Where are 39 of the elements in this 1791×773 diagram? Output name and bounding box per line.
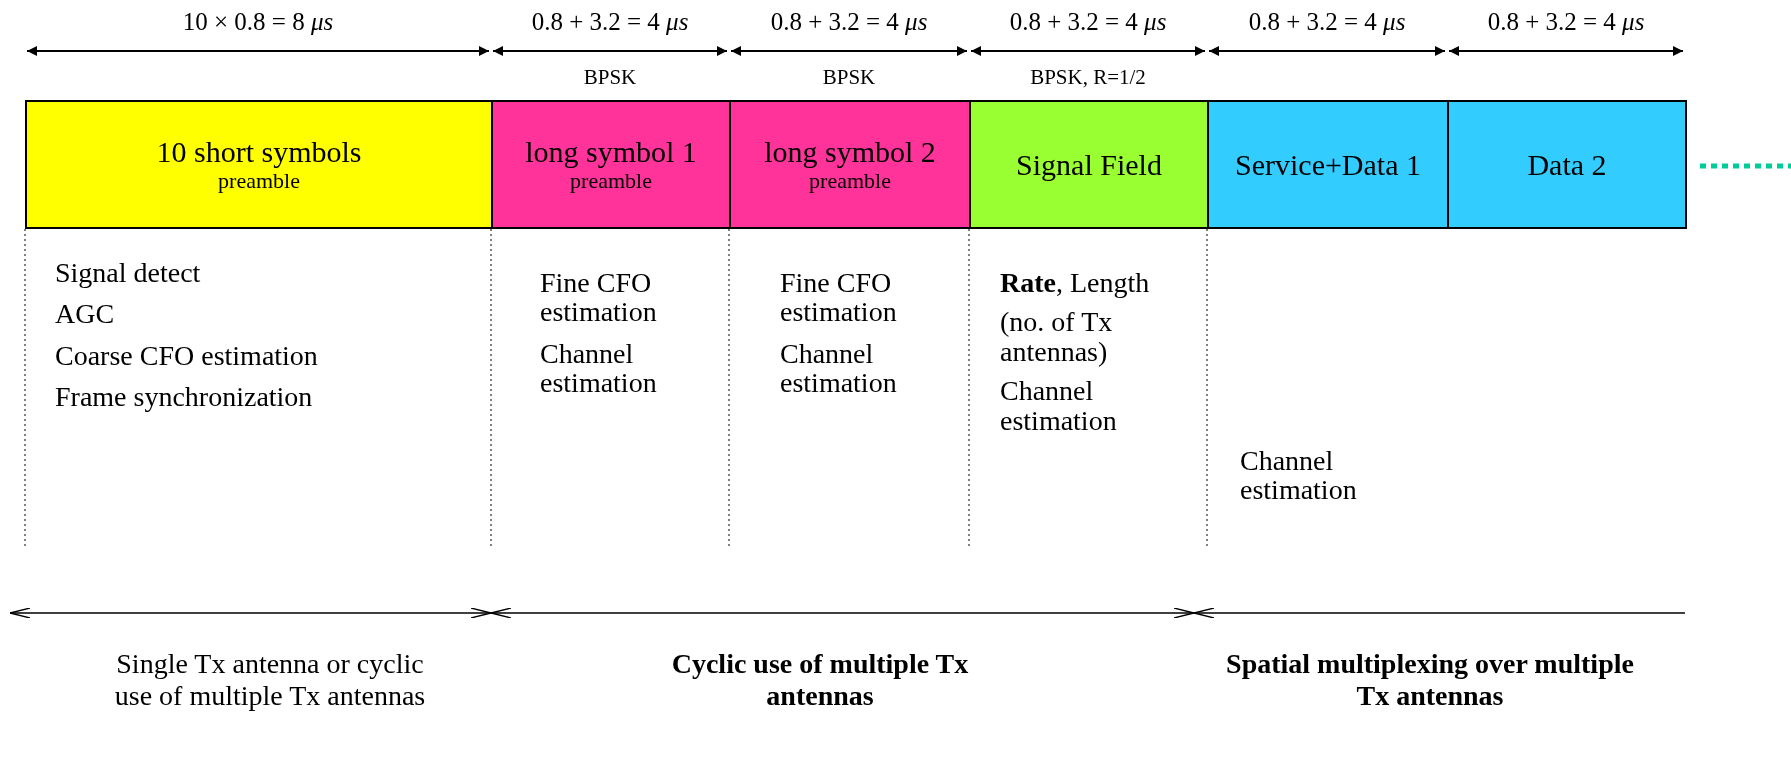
antenna-mode-label: Single Tx antenna or cyclic use of multiple Tx antennas xyxy=(113,648,427,713)
duration-label: 0.8 + 3.2 = 4 μs xyxy=(530,8,690,37)
frame-field xyxy=(969,100,1209,229)
duration-label: 0.8 + 3.2 = 4 μs xyxy=(769,8,929,37)
field-note: Coarse CFO estimation xyxy=(55,340,319,371)
frame-field xyxy=(1207,100,1449,229)
field-note: Channel estimation xyxy=(1000,376,1118,435)
field-name: long symbol 2 xyxy=(764,134,936,168)
field-subtitle: preamble xyxy=(218,167,300,195)
field-note: (no. of Tx antennas) xyxy=(1000,307,1114,367)
field-note: Fine CFO estimation xyxy=(540,268,658,327)
field-subtitle: preamble xyxy=(570,167,652,195)
field-name: Service+Data 1 xyxy=(1235,148,1421,181)
field-note: Signal detect xyxy=(55,258,202,288)
field-note: Fine CFO estimation xyxy=(780,268,898,327)
field-name: 10 short symbols xyxy=(156,134,362,168)
field-note: Frame synchronization xyxy=(55,382,314,412)
field-note: Channel estimation xyxy=(540,338,658,398)
field-name: Signal Field xyxy=(1016,148,1162,181)
modulation-label: BPSK, R=1/2 xyxy=(1029,65,1147,90)
duration-label: 0.8 + 3.2 = 4 μs xyxy=(1008,8,1168,37)
field-name: Data 2 xyxy=(1527,148,1607,181)
duration-label: 0.8 + 3.2 = 4 μs xyxy=(1486,8,1646,37)
field-subtitle: preamble xyxy=(809,167,891,195)
frame-field xyxy=(729,100,971,229)
antenna-mode-label: Spatial multiplexing over multiple Tx antennas xyxy=(1225,648,1635,713)
field-note: Channel estimation xyxy=(1240,446,1358,505)
frame-field xyxy=(25,100,493,229)
field-note: Channel estimation xyxy=(780,338,898,398)
duration-label: 0.8 + 3.2 = 4 μs xyxy=(1247,8,1407,37)
field-name: long symbol 1 xyxy=(525,134,697,168)
duration-label: 10 × 0.8 = 8 μs xyxy=(181,8,335,37)
frame-field xyxy=(491,100,731,229)
field-note: Rate, Length xyxy=(1000,268,1151,298)
antenna-mode-label: Cyclic use of multiple Tx antennas xyxy=(670,648,970,713)
field-note: AGC xyxy=(55,299,116,329)
modulation-label: BPSK xyxy=(821,65,877,90)
frame-field xyxy=(1447,100,1687,229)
modulation-label: BPSK xyxy=(582,65,638,90)
